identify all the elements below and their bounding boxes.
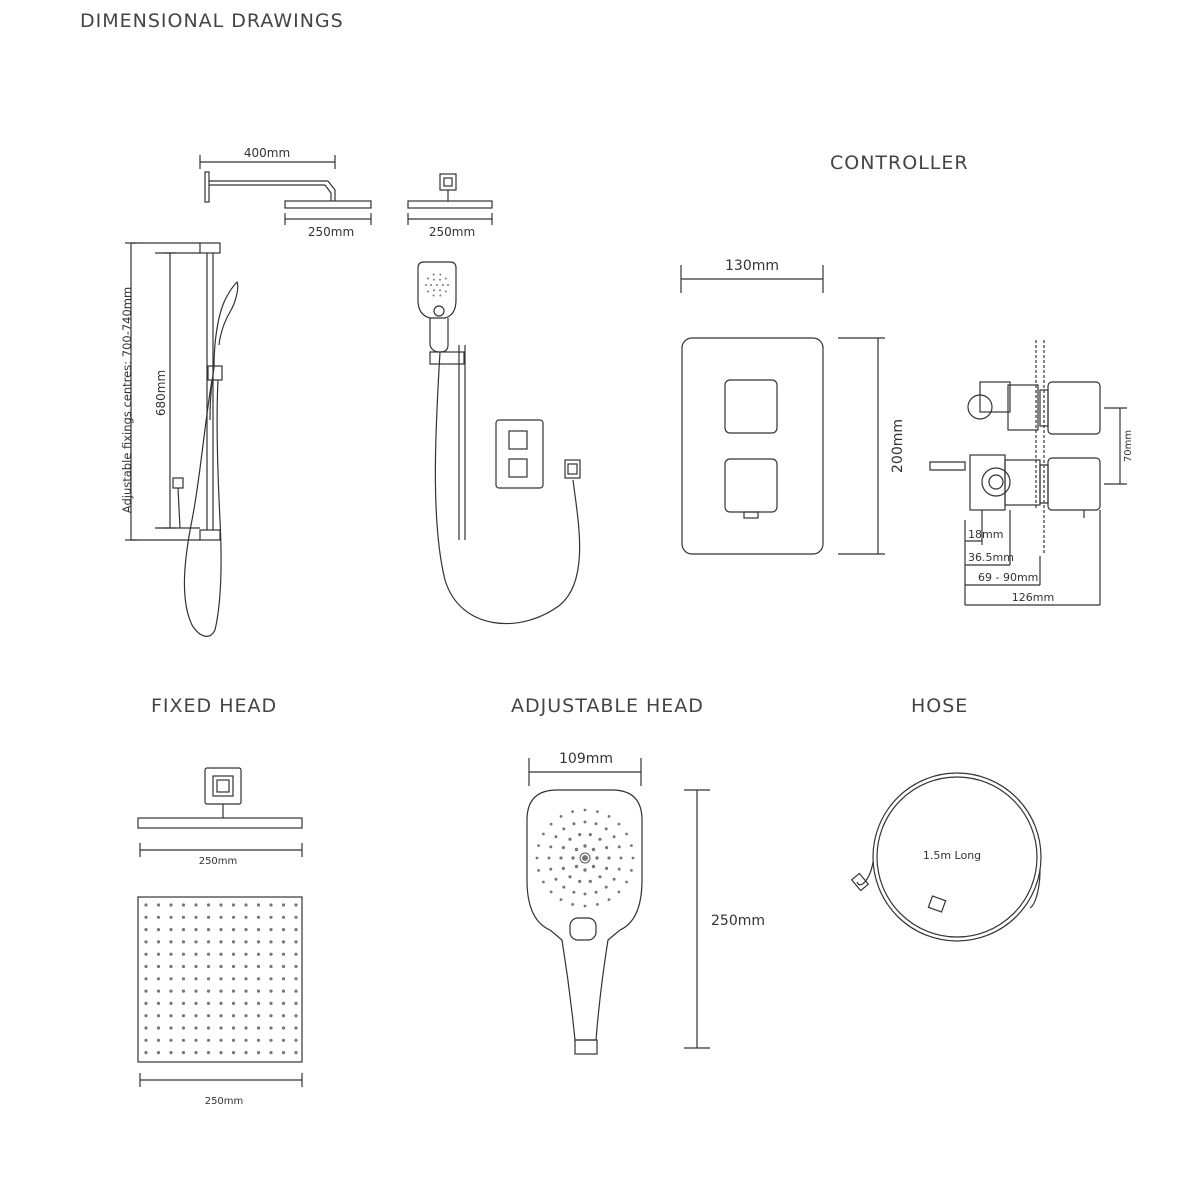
rail-handset-nozzles bbox=[425, 273, 449, 297]
section-title-fixed-head: FIXED HEAD bbox=[151, 695, 278, 717]
dim-label-fixed-head-side: 250mm bbox=[308, 225, 354, 239]
handset-spray-nozzles bbox=[535, 808, 635, 908]
dim-label-controller-height: 200mm bbox=[890, 419, 906, 473]
dim-label-handset-length: 250mm bbox=[711, 913, 765, 929]
section-title-hose: HOSE bbox=[911, 695, 969, 717]
fixed-head-front-view bbox=[407, 173, 493, 225]
dim-label-controller-width: 130mm bbox=[725, 258, 779, 274]
dim-label-valve-spacing: 70mm bbox=[1123, 430, 1134, 462]
hose-detail bbox=[850, 772, 1042, 942]
dim-label-hose-length: 1.5m Long bbox=[923, 849, 981, 862]
dim-label-valve-depth-d: 126mm bbox=[1012, 591, 1054, 604]
dim-label-valve-depth-a: 18mm bbox=[968, 528, 1003, 541]
slide-rail-kit bbox=[125, 242, 239, 637]
page-title: DIMENSIONAL DRAWINGS bbox=[80, 10, 344, 32]
valve-body-side-view bbox=[929, 340, 1127, 606]
rain-plate-nozzles bbox=[144, 903, 298, 1055]
adjustable-head-detail bbox=[526, 758, 710, 1055]
controller-front-view bbox=[680, 265, 885, 555]
dim-label-rail-length: 680mm bbox=[154, 370, 168, 416]
dim-label-fixed-head-width-top: 250mm bbox=[199, 856, 238, 867]
dim-label-fixing-centres: Adjustable fixings centres: 700-740mm bbox=[120, 287, 134, 513]
dim-label-valve-depth-c: 69 - 90mm bbox=[978, 571, 1038, 584]
dim-label-fixed-head-width-bottom: 250mm bbox=[205, 1096, 244, 1107]
section-title-adjustable-head: ADJUSTABLE HEAD bbox=[511, 695, 704, 717]
fixed-head-detail bbox=[137, 767, 303, 1087]
dim-label-valve-depth-b: 36.5mm bbox=[968, 551, 1014, 564]
fixed-head-side-view bbox=[199, 155, 372, 225]
dim-label-arm-length: 400mm bbox=[244, 146, 290, 160]
rail-kit-front-view bbox=[417, 261, 581, 625]
dim-label-handset-width: 109mm bbox=[559, 751, 613, 767]
dim-label-fixed-head-front: 250mm bbox=[429, 225, 475, 239]
section-title-controller: CONTROLLER bbox=[830, 152, 969, 174]
